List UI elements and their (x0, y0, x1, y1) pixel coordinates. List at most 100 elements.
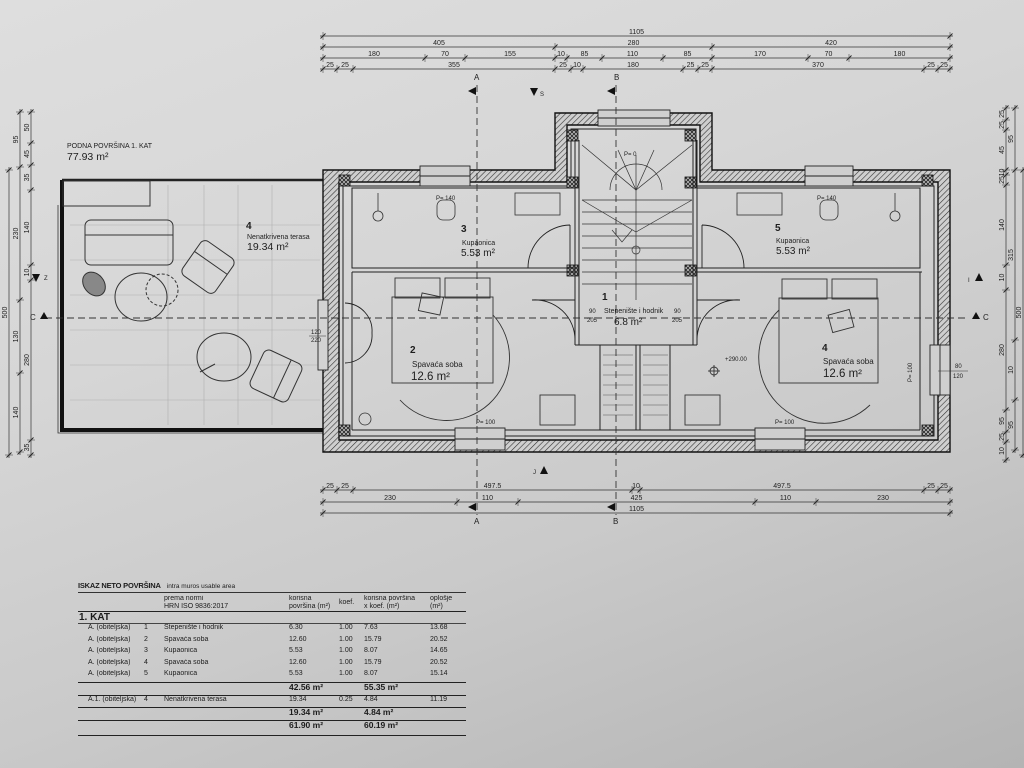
terrace (57, 178, 323, 434)
doors (317, 224, 745, 371)
staircase (581, 144, 693, 300)
dimension-label: 140 (24, 222, 31, 234)
cell-name: Spavaća soba (164, 658, 209, 666)
terrace-furniture (82, 219, 303, 403)
dimension-label: 25 (341, 62, 349, 69)
dimension-label: 25 (701, 62, 709, 69)
bed4-side-sill-height: P= 100 (908, 362, 914, 382)
room-3-area: 5.53 m² (461, 248, 496, 259)
total-kx: 55.35 m² (363, 681, 429, 696)
dimension-label: 420 (825, 40, 837, 47)
table-title: ISKAZ NETO POVRŠINA (78, 581, 161, 590)
dimension-label: 10 (24, 269, 31, 277)
cell-cat: A.1. (obiteljska) (78, 694, 143, 708)
room-5-number: 5 (775, 223, 781, 234)
dimension-label: 110 (482, 495, 493, 502)
cell-koef: 1.00 (339, 624, 353, 632)
header-kx-unit: x koef. (m²) (364, 602, 400, 610)
section-marker-j: J (533, 470, 536, 476)
bed2-sill-height: P= 100 (476, 420, 496, 426)
dimension-label: 10 (573, 62, 581, 69)
room-4-name: Spavaća soba (823, 357, 874, 366)
annotations: P= 0 P= 140 P= 140 P= 100 P= 100 P= 100 … (309, 152, 968, 426)
room-2-name: Spavaća soba (412, 360, 463, 369)
dimension-label: 180 (368, 51, 380, 58)
header-opl: oplošje (430, 594, 453, 602)
door-height: 220 (311, 338, 322, 344)
room-5-area: 5.53 m² (776, 246, 811, 257)
cell-area: 19.34 (288, 694, 338, 708)
dimension-label: 230 (877, 495, 889, 502)
cell-num: 3 (144, 647, 148, 655)
cell-name: Kupaonica (164, 647, 198, 655)
cell-name: Stepenište i hodnik (164, 624, 224, 632)
dimension-label: 1105 (629, 506, 644, 513)
room-3-number: 3 (461, 224, 467, 235)
interior-walls (351, 140, 922, 431)
cell-name: Kupaonica (164, 670, 198, 678)
dimension-label: 10 (557, 51, 565, 58)
window-height: 120 (953, 374, 964, 380)
cell-kx: 4.84 (363, 694, 429, 708)
dimension-label: 140 (999, 219, 1006, 231)
section-markers: A B A B S J Z C C I (30, 73, 989, 526)
dimension-label: 315 (1008, 249, 1015, 261)
cell-kx: 15.79 (364, 635, 382, 643)
dimension-label: 85 (581, 51, 589, 58)
header-opl-unit: (m²) (430, 602, 443, 610)
structural-columns (338, 129, 934, 437)
dimension-label: 280 (999, 344, 1006, 356)
cell-opl: 14.65 (430, 647, 448, 655)
total-area: 19.34 m² (288, 707, 338, 721)
cell-area: 5.53 (289, 670, 303, 678)
dimension-label: 180 (894, 51, 906, 58)
header-kx: korisna površina (364, 594, 415, 602)
dimension-label: 10 (632, 483, 640, 490)
section-marker-c-left: C (30, 313, 36, 322)
room-2-number: 2 (410, 345, 416, 356)
dimension-label: 155 (504, 51, 516, 58)
section-lines (45, 85, 968, 515)
cell-num: 4 (143, 694, 163, 708)
bath3-sill-height: P= 140 (436, 196, 456, 202)
dimension-label: 85 (684, 51, 692, 58)
cell-area: 12.60 (289, 658, 307, 666)
dimension-label: 25 (341, 483, 349, 490)
dimension-label: 10 (999, 274, 1006, 282)
wardrobes (603, 354, 668, 416)
dimension-label: 25 (999, 176, 1006, 184)
terrace-number: 4 (246, 221, 252, 232)
dimension-label: 355 (448, 62, 460, 69)
dimension-label: 25 (559, 62, 567, 69)
dimension-label: 405 (433, 40, 445, 47)
cell-name: Spavaća soba (164, 635, 209, 643)
cell-num: 5 (144, 670, 148, 678)
cell-cat: A. (obiteljska) (88, 658, 131, 666)
dimension-label: 280 (24, 354, 31, 366)
dimension-label: 95 (13, 136, 20, 144)
dimension-label: 230 (384, 495, 396, 502)
cell-opl: 11.19 (429, 694, 466, 708)
dimension-label: 25 (940, 62, 948, 69)
floor-area-value: 77.93 m² (67, 151, 109, 163)
section-label: 1. KAT (78, 610, 466, 625)
exterior-walls (322, 112, 951, 453)
floor-area-title: PODNA POVRŠINA 1. KAT (67, 141, 153, 150)
cell-cat: A. (obiteljska) (88, 670, 131, 678)
dimension-label: 45 (999, 146, 1006, 154)
section-marker-z: Z (44, 276, 48, 282)
section-row: 1. KAT (78, 610, 466, 625)
section-marker-b-bottom: B (613, 517, 618, 526)
dimension-label: 25 (687, 62, 695, 69)
dimension-label: 25 (940, 483, 948, 490)
hall-door-right-height: 205 (672, 318, 683, 324)
cell-num: 2 (144, 635, 148, 643)
